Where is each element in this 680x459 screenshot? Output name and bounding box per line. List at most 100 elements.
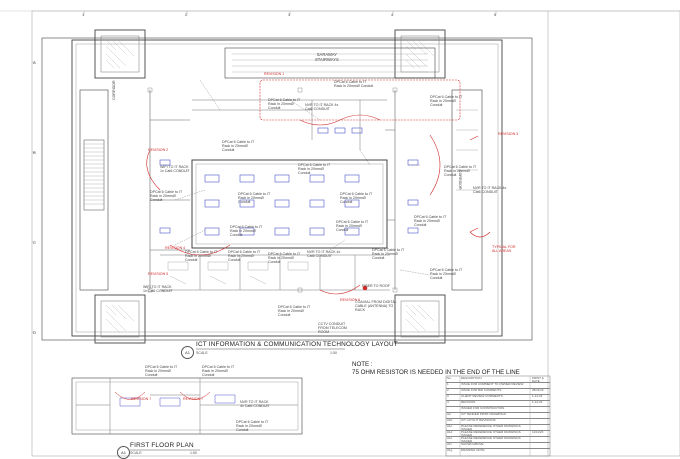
main-title-scale-label: SCALE bbox=[196, 351, 208, 355]
grid-row-label: A bbox=[33, 60, 36, 65]
cctv-note: CCTV CONDUIT FROM TELECOM ROOM bbox=[318, 322, 347, 334]
note-text: 75 OHM RESISTOR IS NEEDED IN THE END OF … bbox=[352, 369, 520, 376]
title-block-frame bbox=[445, 375, 551, 457]
title-block-cell: 28/11/23 bbox=[532, 388, 544, 392]
title-block-row bbox=[446, 442, 550, 443]
title-block-cell: PRINT & DATE bbox=[532, 376, 544, 384]
cable-note: DPCat 6 Cable to IT Rack in 20mmØ Condui… bbox=[372, 248, 405, 260]
title-block-cell: ISSUE FOR COMMENT TO OWNER REVIEW bbox=[461, 382, 524, 386]
title-block-row bbox=[446, 418, 550, 419]
stairway-label: SARAWAY STAIRWAYS bbox=[315, 52, 339, 62]
revision-label: REVISION 7 bbox=[183, 397, 204, 401]
revision-label: REVISION 1 bbox=[264, 72, 285, 76]
title-block-cell: 1-12-23 bbox=[532, 394, 543, 398]
title-block-cell: PLEASE REFERENCE OTHER DRAWINGS ISSUED bbox=[461, 436, 521, 444]
nvr-note: NVR TO IT RACK 4x Cat6 CONDUIT bbox=[473, 186, 507, 194]
corridor-label: CORRIDOR bbox=[112, 80, 116, 100]
main-title-text: ICT INFORMATION & COMMUNICATION TECHNOLO… bbox=[196, 341, 398, 348]
outlet-devices bbox=[159, 127, 419, 236]
stairway-label-line2: STAIRWAYS bbox=[315, 57, 339, 62]
cable-note: DPCat 6 Cable to IT Rack in 20mmØ Condui… bbox=[238, 192, 271, 204]
cable-note: DPCat 6 Cable to IT Rack in 20mmØ Condui… bbox=[230, 225, 263, 237]
grid-column-label: 1 bbox=[82, 12, 85, 17]
title-block-row bbox=[446, 448, 550, 449]
title-block-cell: A1g bbox=[447, 448, 453, 452]
revision-label: REVISION 6 bbox=[340, 298, 361, 302]
drawing-number-circle: A1 bbox=[117, 446, 130, 459]
title-block-cell: 4 bbox=[447, 400, 449, 404]
title-block-cell: ICT TENDER PRINT DRAWINGS bbox=[461, 412, 506, 416]
cable-note: DPCat 6 Cable to IT Rack in 20mmØ Condui… bbox=[268, 252, 301, 264]
title-block-cell: ISSUED FOR CONSTRUCTION bbox=[461, 406, 505, 410]
fiber-note: FIBER TO ROOF bbox=[362, 284, 390, 288]
title-block-cell: 1-12-23 bbox=[532, 400, 543, 404]
title-block-row bbox=[446, 430, 550, 431]
title-block-cell: CLIENT REVIEW COMMENTS bbox=[461, 394, 503, 398]
title-block-cell: A1c bbox=[447, 424, 453, 428]
title-block-row bbox=[446, 406, 550, 407]
grid-column-label: 3 bbox=[288, 12, 291, 17]
main-title-scale: 1:50 bbox=[330, 351, 337, 355]
second-title-scale: 1:50 bbox=[190, 451, 197, 455]
title-block-cell: SHOWN ABOVE bbox=[461, 442, 484, 446]
title-block-cell: No. bbox=[447, 376, 452, 380]
cable-note: DPCat 6 Cable to IT Rack in 20mmØ Condui… bbox=[222, 140, 255, 152]
revision-label: REVISION 4 bbox=[165, 246, 186, 250]
title-block-cell: 3 bbox=[447, 394, 449, 398]
wifi-note: WIFI TO IT RACK 1x Cat6 CONDUIT bbox=[160, 165, 190, 173]
cable-note: DPCat 6 Cable to IT Rack in 20mmØ Condui… bbox=[145, 365, 178, 377]
cable-note: DPCat 6 Cable to IT Rack in 20mmØ Condui… bbox=[336, 220, 369, 232]
cable-note: DPCat 6 Cable to IT Rack in 20mmØ Condui… bbox=[150, 190, 183, 202]
cable-note: DPCat 6 Cable to IT Rack in 20mmØ Condui… bbox=[268, 98, 301, 110]
nvr-note: NVR TO IT RACK 4x Cat6 CONDUIT bbox=[307, 250, 341, 258]
second-title-text: FIRST FLOOR PLAN bbox=[130, 442, 194, 449]
title-block-cell: PLEASE REFERENCE OTHER DRAWINGS ISSUED bbox=[461, 424, 521, 432]
revision-label: REVISION 5 bbox=[148, 272, 169, 276]
cable-note: DPCat 6 Cable to IT Rack in 20mmØ Condui… bbox=[414, 215, 447, 227]
cable-note: DPCat 6 Cable to IT Rack in 20mmØ Condui… bbox=[430, 268, 463, 280]
cable-note: DPCat 6 Cable to IT Rack in 20mmØ Condui… bbox=[340, 192, 373, 204]
grid-row-label: D bbox=[33, 330, 36, 335]
second-title-scale-label: SCALE bbox=[130, 451, 142, 455]
cable-note: DPCat 6 Cable to IT Rack in 20mmØ Condui… bbox=[278, 305, 311, 317]
cable-note: DPCat 6 Cable to IT Rack in 20mmØ Condui… bbox=[202, 365, 235, 377]
title-block-cell: 1 bbox=[447, 382, 449, 386]
title-block-row bbox=[446, 388, 550, 389]
grid-column-label: 4 bbox=[391, 12, 394, 17]
title-block-cell: A1b bbox=[447, 418, 453, 422]
title-block-cell: 11/11/23 bbox=[532, 430, 544, 434]
grid-marks bbox=[32, 11, 497, 333]
revision-markups bbox=[146, 79, 491, 295]
title-block-cell: ISSUE FOR BID COMMENTS bbox=[461, 388, 502, 392]
title-block-cell: PLEASE REFERENCE OTHER DRAWINGS ISSUED bbox=[461, 430, 521, 438]
stairway-label-line1: SARAWAY bbox=[316, 52, 338, 57]
title-block-cell: DRAWING NOTE bbox=[461, 448, 485, 452]
title-block-cell: A1e bbox=[447, 436, 453, 440]
nvr-note: NVR TO IT RACK 4x Cat6 CONDUIT bbox=[240, 400, 270, 408]
title-block-cell: A1f bbox=[447, 442, 452, 446]
note-heading: NOTE : bbox=[352, 361, 373, 368]
cable-note: DPCat 6 Cable to IT Rack in 20mmØ Condui… bbox=[334, 80, 374, 88]
revision-label: REVISION 7 bbox=[131, 397, 152, 401]
grid-row-label: C bbox=[33, 240, 36, 245]
cable-note: DPCat 6 Cable to IT Rack in 20mmØ Condui… bbox=[228, 250, 261, 262]
title-block-cell: 2 bbox=[447, 388, 449, 392]
coax-note: COAXIAL FROM DIGITAL CABLE (ANTENNA) TO … bbox=[355, 300, 397, 312]
grid-column-label: 5 bbox=[494, 12, 497, 17]
title-block-row bbox=[446, 400, 550, 401]
title-block-cell: A1d bbox=[447, 430, 453, 434]
title-block-row bbox=[446, 424, 550, 425]
leader-lines bbox=[174, 79, 431, 276]
cable-note: DPCat 6 Cable to IT Rack in 20mmØ Condui… bbox=[236, 420, 269, 432]
title-block-cell: DESCRIPTION bbox=[461, 376, 482, 380]
main-drawing-title: A1 bbox=[181, 341, 194, 359]
revision-label: REVISION 2 bbox=[148, 148, 169, 152]
title-block-row bbox=[446, 412, 550, 413]
grid-column-label: 2 bbox=[185, 12, 188, 17]
typical-note: TYPICAL FOR ALL AREAS bbox=[492, 245, 516, 253]
title-block-row bbox=[446, 394, 550, 395]
wifi-note: WIFI TO IT RACK 1x Cat6 CONDUIT bbox=[143, 285, 173, 293]
title-block-cell: REVISION bbox=[461, 400, 476, 404]
